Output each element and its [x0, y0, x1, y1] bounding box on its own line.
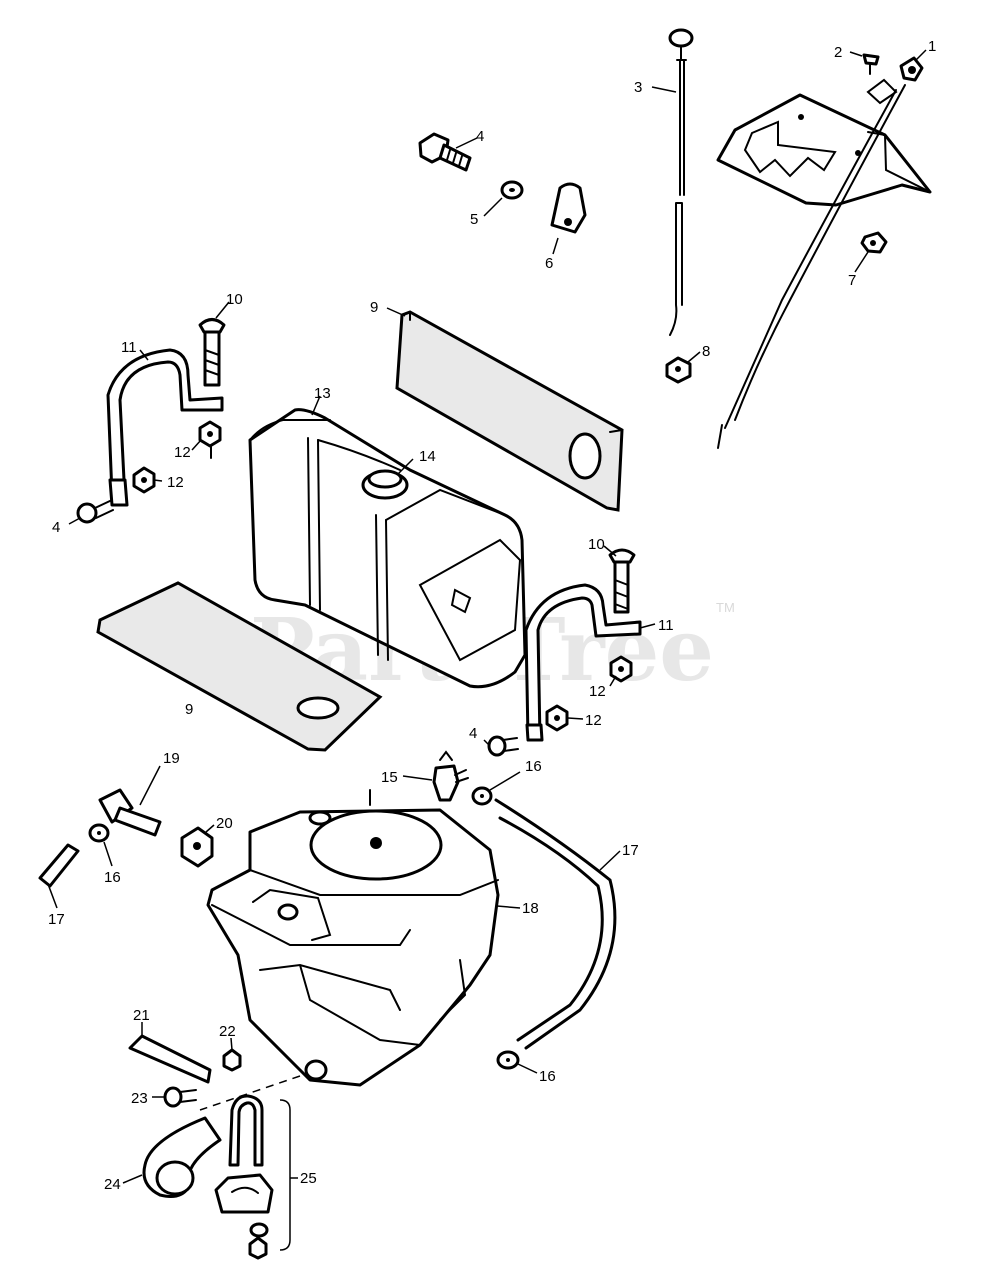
- callout-4-right[interactable]: 4: [469, 725, 477, 742]
- callout-labels: 1 2 3 4 5 6 7 8 9 10 11 12 4 12 13 14 9 …: [48, 38, 936, 1193]
- part-fuel-line-17-long[interactable]: [494, 798, 617, 1050]
- callout-9-upper[interactable]: 9: [370, 299, 378, 316]
- part-strap-11-upper[interactable]: [106, 348, 224, 507]
- callout-9-lower[interactable]: 9: [185, 701, 193, 718]
- callout-4-left[interactable]: 4: [52, 519, 60, 536]
- callout-8[interactable]: 8: [702, 343, 710, 360]
- part-washer-5[interactable]: [500, 180, 524, 200]
- callout-4-top[interactable]: 4: [476, 128, 484, 145]
- part-nut-22[interactable]: [222, 1048, 242, 1072]
- callout-13[interactable]: 13: [314, 385, 331, 402]
- part-ubolt-25[interactable]: [214, 1094, 291, 1260]
- part-nut-7[interactable]: [860, 231, 888, 254]
- callout-17-short[interactable]: 17: [48, 911, 65, 928]
- callout-11-upper[interactable]: 11: [121, 339, 137, 356]
- callout-2[interactable]: 2: [834, 44, 842, 61]
- callout-6[interactable]: 6: [545, 255, 553, 272]
- callout-10-upper[interactable]: 10: [226, 291, 243, 308]
- callout-7[interactable]: 7: [848, 272, 856, 289]
- part-shutoff-valve-15[interactable]: [432, 750, 469, 802]
- part-strap-11-right[interactable]: [524, 583, 642, 742]
- part-nut-12-c[interactable]: [609, 655, 633, 683]
- callout-15[interactable]: 15: [381, 769, 398, 786]
- callout-12-a[interactable]: 12: [174, 444, 191, 461]
- part-muffler-24[interactable]: [142, 1116, 222, 1198]
- callout-16-b[interactable]: 16: [104, 869, 121, 886]
- part-dipstick-3[interactable]: [668, 28, 694, 336]
- callout-14[interactable]: 14: [419, 448, 436, 465]
- callout-3[interactable]: 3: [634, 79, 642, 96]
- callout-10-right[interactable]: 10: [588, 536, 605, 553]
- part-pad-9-upper[interactable]: [395, 310, 624, 512]
- part-hose-clamp-16-b[interactable]: [88, 823, 110, 843]
- callout-25[interactable]: 25: [300, 1170, 317, 1187]
- part-nut-12-a[interactable]: [198, 420, 222, 459]
- callout-11-right[interactable]: 11: [658, 617, 674, 634]
- part-throttle-cable[interactable]: [717, 78, 906, 449]
- callout-21[interactable]: 21: [133, 1007, 150, 1024]
- part-engine-18[interactable]: [206, 789, 500, 1087]
- callout-16-a[interactable]: 16: [525, 758, 542, 775]
- part-carriage-bolt-10-upper[interactable]: [198, 318, 226, 387]
- part-fitting-19[interactable]: [98, 788, 162, 837]
- callout-1[interactable]: 1: [928, 38, 936, 55]
- callout-5[interactable]: 5: [470, 211, 478, 228]
- leader-lines: [47, 49, 927, 1184]
- part-nut-12-b[interactable]: [132, 466, 156, 494]
- assembly-dashed-line: [199, 1075, 301, 1111]
- part-clamp-1[interactable]: [899, 56, 924, 82]
- part-fuel-line-17-short[interactable]: [38, 843, 80, 888]
- part-shroud-plate[interactable]: [716, 93, 932, 207]
- callout-17-long[interactable]: 17: [622, 842, 639, 859]
- callout-23[interactable]: 23: [131, 1090, 148, 1107]
- part-cable-clamp-6[interactable]: [550, 182, 587, 234]
- callout-19[interactable]: 19: [163, 750, 180, 767]
- callout-12-b[interactable]: 12: [167, 474, 184, 491]
- part-pad-9-lower[interactable]: [96, 581, 383, 752]
- part-carriage-bolt-10-right[interactable]: [608, 548, 636, 614]
- callout-16-c[interactable]: 16: [539, 1068, 556, 1085]
- callout-20[interactable]: 20: [216, 815, 233, 832]
- part-bolt-4-top[interactable]: [418, 132, 472, 172]
- part-nut-12-d[interactable]: [545, 704, 569, 732]
- watermark-trademark: TM: [716, 600, 735, 615]
- part-hexnut-8[interactable]: [665, 356, 692, 384]
- callout-22[interactable]: 22: [219, 1023, 236, 1040]
- part-fitting-20[interactable]: [180, 826, 214, 868]
- part-hose-clamp-16-a[interactable]: [471, 786, 493, 806]
- callout-18[interactable]: 18: [522, 900, 539, 917]
- part-bolt-4-left[interactable]: [76, 499, 114, 524]
- part-bracket-21[interactable]: [128, 1034, 212, 1084]
- callout-24[interactable]: 24: [104, 1176, 121, 1193]
- callout-12-c[interactable]: 12: [589, 683, 606, 700]
- part-fuel-cap-14[interactable]: [361, 469, 409, 500]
- part-bolt-4-right[interactable]: [487, 735, 519, 757]
- part-hose-clamp-16-c[interactable]: [496, 1050, 520, 1070]
- part-screw-2[interactable]: [862, 53, 880, 75]
- callout-12-d[interactable]: 12: [585, 712, 602, 729]
- part-bolt-23[interactable]: [163, 1086, 197, 1108]
